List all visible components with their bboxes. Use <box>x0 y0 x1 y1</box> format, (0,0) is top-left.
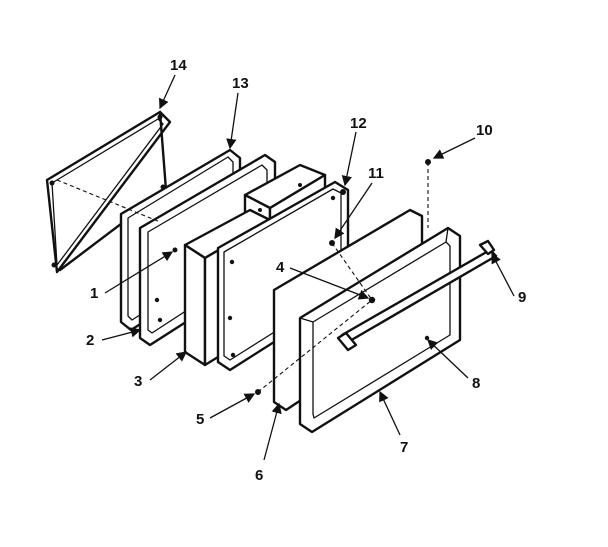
callout-7: 7 <box>400 439 408 456</box>
callout-labels: 14 13 12 11 10 1 2 3 4 5 6 7 8 9 <box>86 57 526 484</box>
callout-8: 8 <box>472 375 480 392</box>
callout-4: 4 <box>276 259 285 276</box>
callout-11: 11 <box>368 165 384 182</box>
callout-6: 6 <box>255 467 263 484</box>
callout-13: 13 <box>232 75 249 92</box>
callout-14: 14 <box>170 57 187 74</box>
callout-1: 1 <box>90 285 98 302</box>
callout-10: 10 <box>476 122 493 139</box>
screw-12 <box>340 189 346 195</box>
callout-5: 5 <box>196 411 204 428</box>
screw-4 <box>368 296 376 304</box>
outer-door-frame <box>298 226 462 434</box>
leader-lines <box>101 74 515 461</box>
callout-2: 2 <box>86 332 94 349</box>
callout-12: 12 <box>350 115 367 132</box>
callout-9: 9 <box>518 289 526 306</box>
callout-3: 3 <box>134 373 142 390</box>
